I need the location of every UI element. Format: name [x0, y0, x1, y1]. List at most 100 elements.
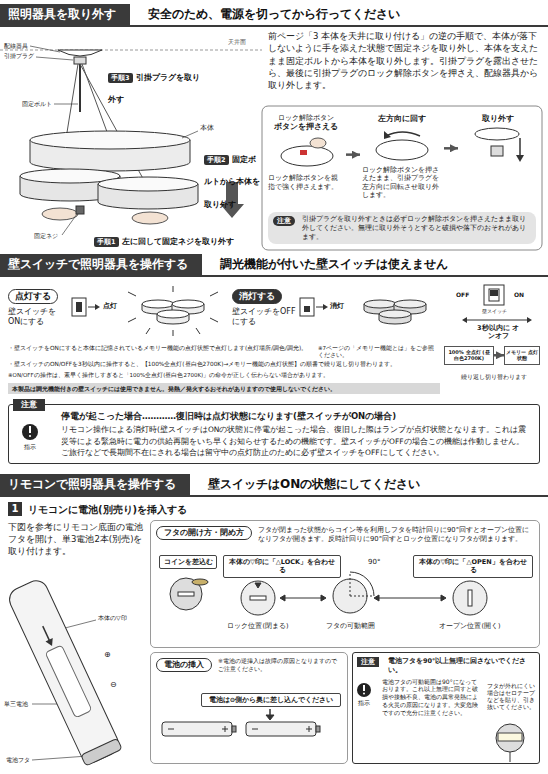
caution-box: 注意停電が起こった場合…………復旧時は点灯状態になります(壁スイッチがONの場合…	[8, 404, 540, 464]
action-label: 取り外す	[460, 114, 536, 124]
cover-dial-figure	[255, 583, 261, 588]
cover-dial-figure	[468, 590, 472, 606]
position-label: フタの可動範囲	[312, 622, 388, 630]
instruction-panel: 電池の挿入※電池の逆挿入は故障の原因となりますのでご注意ください。電池は⊖側から…	[150, 652, 348, 764]
cover-dial-figure	[453, 581, 487, 615]
leader-line	[182, 131, 198, 138]
switch-figure	[323, 304, 328, 310]
state-label: 点灯	[103, 302, 117, 311]
cover-dial-figure	[241, 581, 275, 615]
ceiling-lamp-figure	[74, 57, 86, 64]
connector-arrow	[494, 354, 504, 357]
cover-dial-figure	[170, 572, 487, 615]
icon-label: 指示	[19, 444, 41, 451]
cover-dial-figure	[178, 592, 194, 596]
caution-badge: 注意	[357, 657, 379, 667]
cover-tape-figure	[496, 724, 524, 752]
bullet-text: ・壁スイッチのON/OFFを3秒以内に操作すると、【100%全点灯(昼白色270…	[8, 361, 442, 369]
part-label: 配線器具	[4, 42, 28, 50]
step-panel: 左方向に回すロック解除ボタンを押さえたまま、引掛プラグを左方向に回転させ取り外し…	[360, 112, 444, 202]
lamp-on-figure	[142, 300, 174, 308]
state-box: メモリー 点灯状態	[504, 346, 540, 365]
part-label: 本体	[200, 124, 214, 132]
plug-removal-figure	[376, 140, 428, 160]
cover-dial-figure	[350, 572, 374, 596]
body-text: 下図を参考にリモコン底面の電池フタを開け、単3電池2本(別売)を取り付けます。	[8, 522, 144, 558]
position-label: ロック位置(閉まる)	[218, 622, 298, 630]
plug-removal-figure	[384, 131, 391, 139]
step-badge: 手順3	[108, 73, 133, 83]
body-text: 前ページ「3 本体を天井に取り付ける」の逆の手順で、本体が落下しないように手を添…	[268, 30, 540, 92]
switch-label: 3秒以内に オンオフ	[474, 324, 522, 341]
part-label: 固定ネジ	[34, 232, 58, 240]
ceiling-lamp-figure	[30, 131, 190, 149]
illustration-space	[362, 124, 442, 166]
caution-badge: 注意	[13, 399, 45, 411]
note-text: ※7ページの「メモリー機能とは」をご参照ください。	[318, 345, 440, 359]
section-note: 安全のため、電源を切ってから行ってください	[148, 7, 400, 25]
switch-figure	[88, 307, 96, 308]
remote-figure	[43, 626, 50, 641]
instruction-icon	[363, 685, 365, 691]
section-title: 壁スイッチで照明器具を操作する	[0, 254, 202, 275]
instruction-icon	[363, 693, 365, 695]
instruction-tag: 本体の▽印に「△OPEN」を合わせる	[417, 558, 529, 575]
instruction-tag: 本体の▽印に「△LOCK」を合わせる	[227, 558, 337, 575]
instruction-icon	[29, 435, 31, 437]
connector-arrow	[444, 147, 458, 150]
lamp-off-figure	[364, 300, 426, 324]
part-label: 単三電池	[4, 700, 28, 708]
illustration-space	[268, 132, 344, 174]
leader-line	[36, 57, 73, 60]
warning-bar: 本製品は調光機能付きの壁スイッチには使用できません。発熱／発火するおそれがありま…	[8, 383, 440, 394]
switch-figure	[95, 304, 100, 310]
remote-figure	[81, 738, 122, 766]
caution-box: 注意電池フタを90°以上無理に回さないでください。電池フタの可動範囲は90°にな…	[352, 652, 540, 764]
step-badge: 手順1左に回して固定ネジを取り外す	[94, 228, 254, 250]
battery-figure	[316, 726, 320, 732]
step-caption: ロック解除ボタンを親指で強く押さえます。	[268, 174, 344, 191]
plug-removal-figure	[491, 146, 503, 156]
icon-label: 指示	[352, 700, 376, 707]
remote-figure	[6, 577, 123, 766]
ceiling-lamp-figure	[79, 64, 81, 112]
part-label: 固定ボルト	[22, 100, 52, 108]
instruction-text: 壁スイッチをONにする	[8, 307, 68, 328]
part-label: 電池フタ	[6, 756, 30, 764]
switch-figure	[466, 320, 528, 321]
section-pill: 電池の挿入	[156, 658, 212, 672]
note-text: ※ON/OFFの操作は、素早く操作しすぎると「100%全点灯(昼白色2700K)…	[8, 372, 442, 379]
leader-line	[62, 214, 77, 235]
switch-label: OFF	[456, 291, 469, 299]
instruction-tag: 本体の▽印に「△OPEN」を合わせる	[413, 555, 533, 578]
cover-dial-figure	[250, 596, 266, 600]
switch-figure	[316, 307, 324, 308]
cover-tape-figure	[510, 752, 511, 762]
step-title: リモコンに電池(別売り)を挿入する	[28, 503, 187, 516]
switch-figure	[72, 285, 532, 323]
mode-box: 消灯する壁スイッチをOFFにする	[232, 284, 296, 328]
state-box: 100% 全点灯 (昼白色2700K)	[444, 346, 494, 365]
caution-heading: 電池フタを90°以上無理に回さないでください。	[358, 657, 534, 675]
connector-arrow	[346, 153, 360, 156]
leader-line	[32, 756, 88, 760]
instruction-tag: コインを差込む	[163, 558, 213, 566]
instruction-tag: コインを差込む	[159, 555, 217, 569]
section-pill: フタの開け方・閉め方	[156, 526, 252, 540]
plug-removal-figure	[519, 138, 521, 156]
plug-removal-figure	[475, 128, 519, 140]
plug-removal-figure	[516, 155, 524, 162]
state-label: 消灯	[330, 302, 344, 311]
instruction-tag: 電池は⊖側から奥に差し込んでください	[205, 696, 337, 704]
ceiling-lamp-figure	[42, 208, 78, 220]
part-label: ロック解除ボタン	[268, 114, 344, 122]
plug-removal-figure	[300, 150, 307, 155]
polarity-mark: ⊕	[104, 650, 111, 660]
plug-removal-figure	[310, 138, 326, 148]
tip-text: フタが外れにくい場合はセロテープなどを貼り、引き抜いてください。	[487, 683, 537, 712]
lamp-off-figure	[379, 310, 411, 318]
switch-figure	[300, 298, 314, 316]
switch-figure	[489, 289, 499, 301]
battery-figure	[162, 709, 320, 736]
caution-note: 注意引掛プラグを取り外すときは必ずロック解除ボタンを押さえたまま取り外してくださ…	[268, 212, 536, 244]
